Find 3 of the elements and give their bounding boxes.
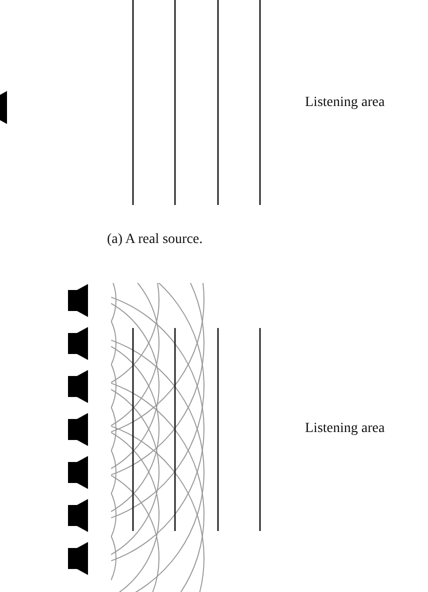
area-label: Listening area bbox=[305, 95, 385, 111]
area-label: Listening area bbox=[305, 421, 385, 437]
figure-caption: (a) A real source. bbox=[107, 232, 203, 248]
